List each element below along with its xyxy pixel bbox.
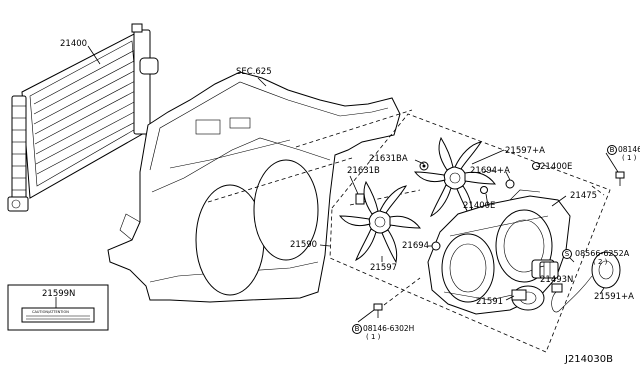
label-grommet-a[interactable]: 21694+A <box>470 166 510 176</box>
label-bolt-top-number: 08146-6302H <box>618 145 640 154</box>
fasteners <box>355 161 625 318</box>
label-section-ref[interactable]: SEC.625 <box>236 67 272 77</box>
label-bracket[interactable]: 21631B <box>347 166 380 176</box>
bolt-top-marker: B <box>609 146 615 154</box>
label-bracket-top[interactable]: 21631BA <box>369 154 408 164</box>
fan-shroud-drawing <box>427 189 571 315</box>
screw-marker: S <box>564 250 570 258</box>
label-shroud[interactable]: 21475 <box>570 191 598 201</box>
motor-cap-drawing <box>551 251 621 313</box>
label-motor-cap[interactable]: 21591+A <box>594 292 634 302</box>
label-resistor[interactable]: 21493N <box>540 275 574 285</box>
label-screw-qty: ( 2 ) <box>593 258 608 266</box>
label-motor-a[interactable]: 21597+A <box>505 146 545 156</box>
fan-left-drawing <box>338 180 422 264</box>
fan-upper-drawing <box>413 136 497 220</box>
motor-drawing <box>511 285 545 311</box>
label-caution-label[interactable]: 21599N <box>42 289 76 299</box>
label-bolt-bottom-qty: ( 1 ) <box>366 333 381 341</box>
label-bolt-top[interactable]: 08146-6302H <box>618 145 640 155</box>
caution-label-text: CAUTION/ATTENTION <box>32 310 69 314</box>
label-clip-e-mid[interactable]: 21400E <box>463 201 496 211</box>
label-radiator[interactable]: 21400 <box>60 39 88 49</box>
caution-label-box <box>7 284 109 331</box>
label-grommet[interactable]: 21694 <box>402 241 430 251</box>
label-bolt-bottom[interactable]: 08146-6302H <box>363 324 415 333</box>
circle-markers <box>352 145 617 334</box>
label-shroud-assy[interactable]: 21590 <box>290 240 318 250</box>
resistor-drawing <box>539 261 559 279</box>
label-bolt-top-qty: ( 1 ) <box>622 154 637 162</box>
label-screw[interactable]: 08566-6252A <box>575 249 630 258</box>
radiator-drawing <box>7 23 159 212</box>
core-support-drawing <box>107 71 401 303</box>
bolt-bottom-marker: B <box>354 325 360 333</box>
diagram-id: J214030B <box>565 354 613 365</box>
label-motor[interactable]: 21591 <box>476 297 504 307</box>
label-clip-e-top[interactable]: 21400E <box>540 162 573 172</box>
label-fan-left[interactable]: 21597 <box>370 263 398 273</box>
